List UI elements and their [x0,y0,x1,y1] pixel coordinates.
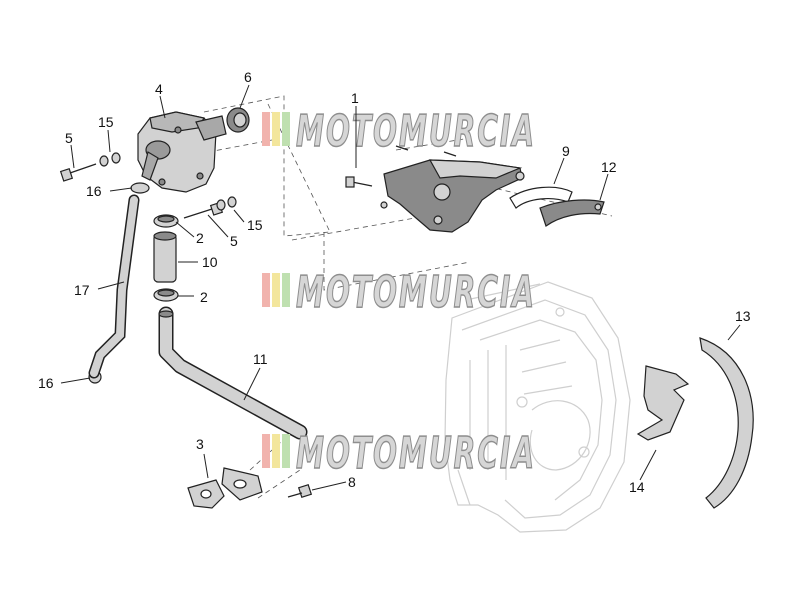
pump-bracket [380,159,523,233]
callout-10: 10 [202,254,218,270]
callout-3: 3 [196,436,204,452]
callout-8: 8 [348,474,356,490]
crankcase-ghost [444,281,631,533]
callout-12: 12 [601,159,617,175]
callout-14: 14 [629,479,645,495]
rubber-pad [539,199,605,227]
callout-15-upper: 15 [98,114,114,130]
watermark-bottom: MOTOMURCIA [262,427,536,480]
callout-16-lower: 16 [38,375,54,391]
callout-11: 11 [253,351,268,367]
callout-5-upper: 5 [65,130,73,146]
callout-5-lower: 5 [230,233,238,249]
water-pump-body [137,111,227,193]
callout-labels: 1 2 2 3 4 5 5 6 8 9 10 11 12 13 14 15 15… [38,69,751,495]
belt-cover-strip [699,337,754,509]
screw-upper [59,163,97,182]
gasket-right [221,467,263,501]
leader-lines [60,84,741,491]
callout-2-lower: 2 [200,289,208,305]
callout-2-upper: 2 [196,230,204,246]
hose-long [88,194,140,379]
seal-ring [226,107,250,133]
belt-guide [509,186,573,209]
callout-13: 13 [735,308,751,324]
callout-15-lower: 15 [247,217,263,233]
watermark-top: MOTOMURCIA [262,105,536,158]
bracket-bolts [345,145,525,188]
callout-4: 4 [155,81,163,97]
clamp-lower [153,288,179,302]
clamp-upper [153,214,179,228]
callout-1: 1 [351,90,359,106]
svg-text:MOTOMURCIA: MOTOMURCIA [296,267,536,318]
callout-9: 9 [562,143,570,159]
screw-gasket [287,483,313,499]
pipe-outlet [158,306,308,440]
washers-upper [99,152,121,167]
callout-17: 17 [74,282,90,298]
cover-plate [636,365,690,441]
hose-clip-upper [130,182,150,194]
svg-text:MOTOMURCIA: MOTOMURCIA [296,428,536,479]
washers-lower [216,196,237,211]
gasket-left [187,479,225,509]
callout-6: 6 [244,69,252,85]
watermark-middle: MOTOMURCIA [262,266,536,319]
callout-16-upper: 16 [86,183,102,199]
svg-text:MOTOMURCIA: MOTOMURCIA [296,106,536,157]
hose-short [153,231,177,283]
